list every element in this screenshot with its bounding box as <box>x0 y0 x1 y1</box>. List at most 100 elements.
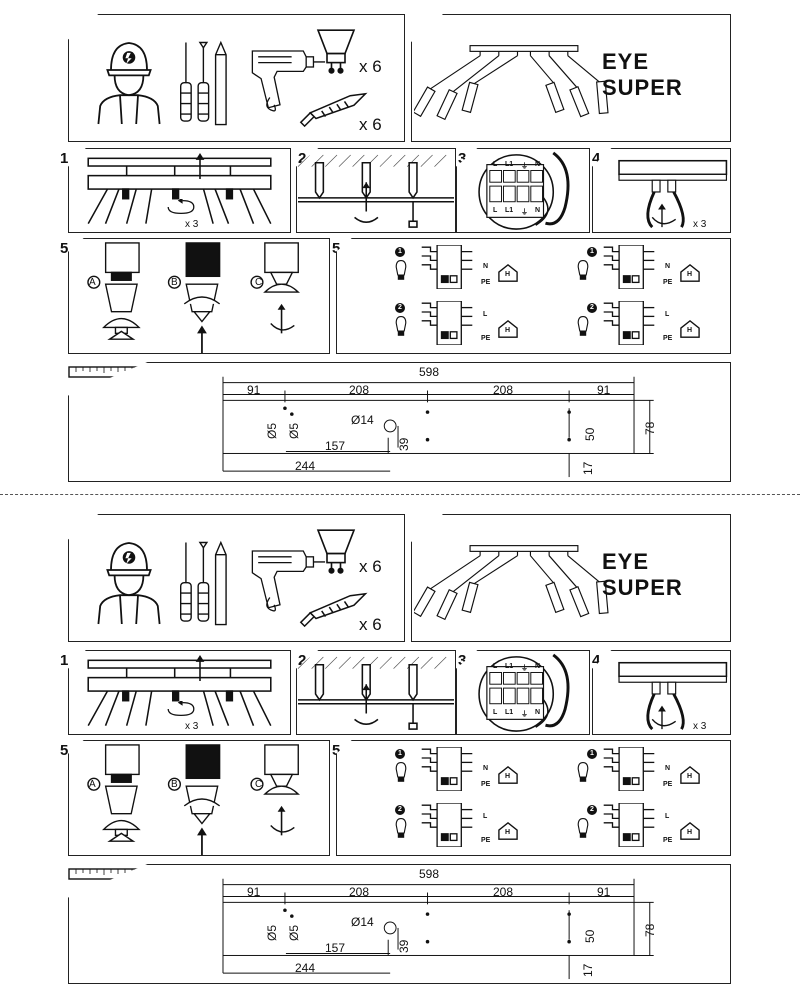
terminal-pe-label: PE <box>663 279 673 286</box>
step-number-2: 2 <box>298 150 307 167</box>
dimensions-panel: 598 91 208 208 91 Ø5 Ø5 Ø14 157 244 39 5… <box>68 362 731 482</box>
drilling-anchors-illustration <box>297 153 455 231</box>
step-4-rotation-count: x 3 <box>693 721 707 732</box>
up-arrow-icon <box>195 655 205 681</box>
terminal-bottom-l: L <box>493 709 498 716</box>
terminal-top-earth: ⏚ <box>521 665 528 672</box>
bulb-quantity: x 6 <box>359 557 382 576</box>
lamp-icon <box>393 315 409 339</box>
dimension-left-margin: 91 <box>247 383 261 397</box>
wiring-block-1 <box>417 245 477 289</box>
terminal-l-label: L <box>483 813 488 820</box>
terminal-h-label: H <box>687 829 693 836</box>
terminal-pe-label: PE <box>663 837 673 844</box>
terminal-pe-label: PE <box>663 335 673 342</box>
step-number-2: 2 <box>298 652 307 669</box>
gu10-bulb-icon <box>309 23 363 77</box>
step-1-rotation-count: x 3 <box>185 219 199 230</box>
lamp-icon <box>393 817 409 841</box>
step-number-3: 3 <box>458 150 467 167</box>
terminal-h-label: H <box>687 271 693 278</box>
step-number-1: 1 <box>60 652 69 669</box>
tools-panel: x 6 x 6 <box>68 514 405 642</box>
bulb-option-b-label: B <box>171 277 178 288</box>
dimension-right-margin: 91 <box>597 885 611 899</box>
anchor-quantity: x 6 <box>359 115 382 134</box>
worker-illustration <box>93 29 165 129</box>
dimension-center-hole: Ø14 <box>351 413 374 427</box>
terminal-h-label: H <box>505 773 511 780</box>
bulb-option-c-label: C <box>255 779 263 790</box>
terminal-n-label: N <box>665 263 671 270</box>
dimension-hole-small-1: Ø5 <box>265 924 279 941</box>
terminal-pe-label: PE <box>481 279 491 286</box>
dimension-39: 39 <box>397 939 411 953</box>
step-1-panel: x 3 <box>68 650 291 735</box>
terminal-bottom-n: N <box>535 709 541 716</box>
up-arrow-icon <box>195 153 205 179</box>
product-panel: EYE SUPER <box>411 14 731 142</box>
terminal-h-label: H <box>687 773 693 780</box>
step-5-bulb-panel: A B C <box>68 740 330 856</box>
terminal-h-label: H <box>505 829 511 836</box>
instruction-sheet-bottom: x 6 x 6 EYE SUPER 1 x 3 2 3 L L1 ⏚ N <box>0 508 800 998</box>
terminal-l-label: L <box>665 311 670 318</box>
lamp-icon <box>393 761 409 785</box>
terminal-bottom-earth: ⏚ <box>521 209 528 216</box>
step-number-5-bulbs: 5 <box>60 742 69 759</box>
terminal-top-l1: L1 <box>505 161 514 168</box>
step-1-panel: x 3 <box>68 148 291 233</box>
terminal-h-label: H <box>505 327 511 334</box>
terminal-bottom-n: N <box>535 207 541 214</box>
terminal-top-n: N <box>535 161 541 168</box>
screwdrivers-and-pencil-icon <box>175 39 237 135</box>
step-4-panel: x 3 <box>592 650 731 735</box>
bulb-installation-illustration <box>87 242 300 353</box>
terminal-bottom-earth: ⏚ <box>521 711 528 718</box>
option-marker-1: 1 <box>395 749 405 759</box>
terminal-top-earth: ⏚ <box>521 163 528 170</box>
dimension-hole-small-2: Ø5 <box>287 422 301 439</box>
dimension-right-margin: 91 <box>597 383 611 397</box>
bulb-quantity: x 6 <box>359 57 382 76</box>
step-3-panel: L L1 ⏚ N L L1 ⏚ N <box>456 148 590 233</box>
dimension-total-width: 598 <box>419 365 440 379</box>
step-number-5-wiring: 5 <box>332 240 341 257</box>
terminal-h-label: H <box>687 327 693 334</box>
dimension-center-hole: Ø14 <box>351 915 374 929</box>
dimensions-drawing <box>222 376 654 478</box>
terminal-bottom-l: L <box>493 207 498 214</box>
option-marker-2: 2 <box>395 805 405 815</box>
wiring-block-1 <box>417 747 477 791</box>
terminal-top-l: L <box>493 161 498 168</box>
option-marker-2: 2 <box>587 303 597 313</box>
step-2-panel <box>296 148 456 233</box>
step-5-wiring-panel: 1 2 1 2 N PE L PE N PE L PE H H H H <box>336 740 731 856</box>
step-number-4: 4 <box>592 150 601 167</box>
wiring-block-4 <box>599 803 659 847</box>
product-title: EYE SUPER <box>602 49 683 100</box>
terminal-top-l: L <box>493 663 498 670</box>
dimension-left-spacing: 208 <box>349 383 370 397</box>
dimension-offset-157: 157 <box>325 941 346 955</box>
worker-illustration <box>93 529 165 629</box>
rotate-icon <box>165 701 197 717</box>
bulb-option-a-label: A <box>89 277 96 288</box>
dimension-height-78: 78 <box>643 421 657 435</box>
terminal-pe-label: PE <box>663 781 673 788</box>
option-marker-2: 2 <box>395 303 405 313</box>
wiring-block-4 <box>599 301 659 345</box>
canopy-mount-illustration <box>618 661 728 731</box>
step-number-1: 1 <box>60 150 69 167</box>
terminal-top-l1: L1 <box>505 663 514 670</box>
step-number-4: 4 <box>592 652 601 669</box>
bulb-option-b-label: B <box>171 779 178 790</box>
step-1-rotation-count: x 3 <box>185 721 199 732</box>
terminal-top-n: N <box>535 663 541 670</box>
terminal-n-label: N <box>483 765 489 772</box>
canopy-mount-illustration <box>618 159 728 229</box>
dimension-hole-small-2: Ø5 <box>287 924 301 941</box>
dimension-offset-157: 157 <box>325 439 346 453</box>
terminal-pe-label: PE <box>481 335 491 342</box>
dimension-50: 50 <box>583 929 597 943</box>
